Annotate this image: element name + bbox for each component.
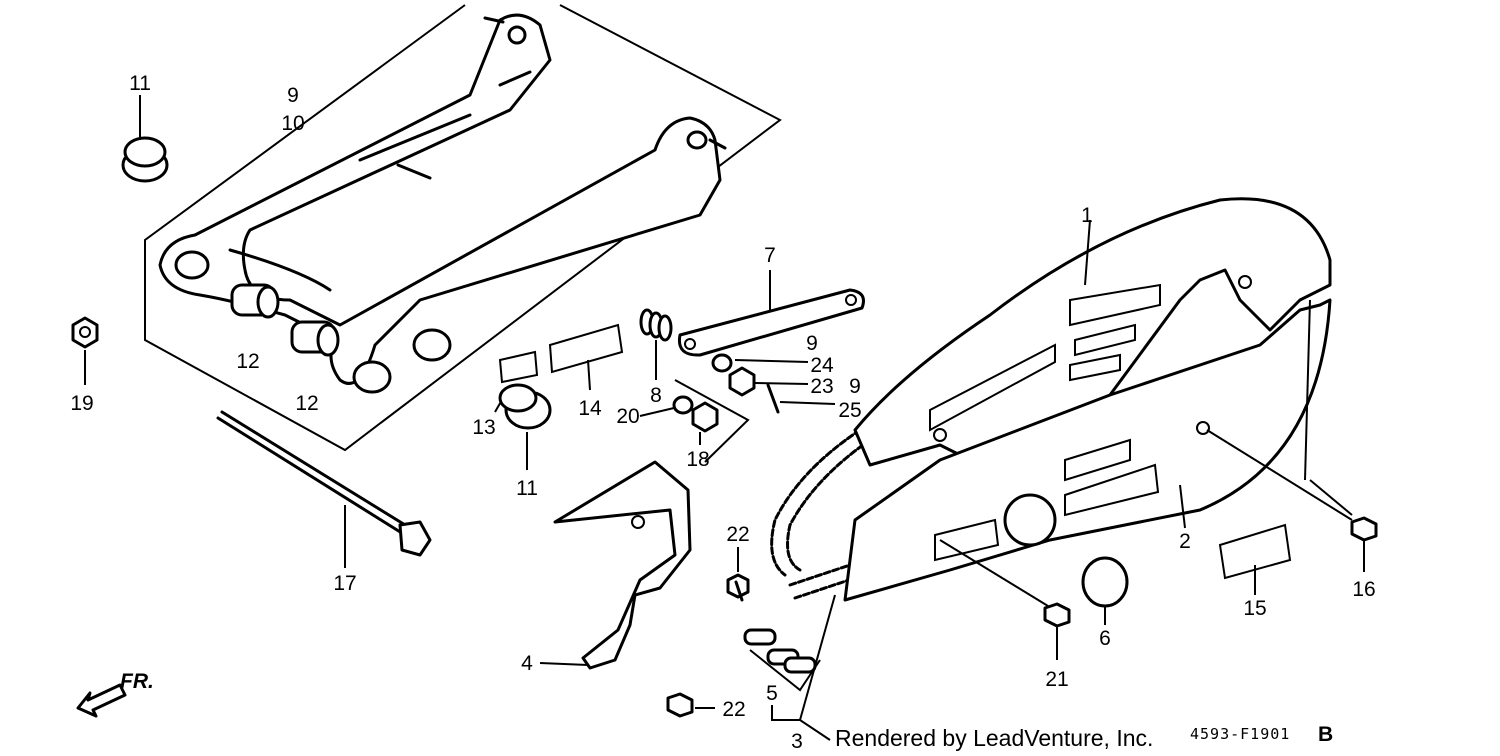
bolt-22-lower (666, 692, 694, 718)
chain-adjuster-plate (677, 288, 865, 357)
case-window-5 (934, 518, 1000, 562)
pivot-bore-front (352, 360, 392, 394)
case-window-1 (929, 343, 1056, 432)
label-14 (548, 323, 624, 374)
swingarm-slot (358, 113, 472, 162)
callout-22-upper: 22 (726, 523, 749, 546)
callout-13: 13 (472, 416, 495, 439)
swingarm-crossmember (228, 248, 332, 292)
pivot-bore-right (412, 328, 452, 362)
callout-11-upper: 11 (129, 72, 151, 95)
bolt-22-upper (726, 573, 750, 602)
callout-22-lower: 22 (722, 698, 745, 721)
callout-14: 14 (578, 397, 602, 420)
callout-16: 16 (1352, 578, 1375, 601)
swingarm-box-outline (144, 4, 782, 452)
inspection-hole (1003, 493, 1057, 547)
callout-18: 18 (686, 448, 709, 471)
callout-17: 17 (333, 572, 356, 595)
axle-hole-top (507, 25, 527, 45)
label-15 (1218, 523, 1292, 580)
callout-9-d: 9 (849, 375, 861, 398)
pivot-bore-left (174, 250, 210, 280)
callout-4: 4 (521, 652, 533, 675)
axle-hole-right (686, 130, 708, 150)
callout-12-lower: 12 (295, 392, 318, 415)
swingarm-group (144, 4, 782, 452)
callout-24: 24 (810, 354, 834, 377)
callout-21: 21 (1045, 668, 1068, 691)
chain-joint (743, 628, 817, 674)
credit-text: Rendered by LeadVenture, Inc. (835, 725, 1153, 751)
adjuster-box (674, 379, 750, 463)
callout-9-b: 9 (806, 332, 818, 355)
washer-24 (711, 353, 733, 373)
pivot-nut (71, 316, 99, 349)
cotter-pin (766, 383, 780, 414)
callout-10: 10 (281, 112, 304, 135)
callout-20: 20 (616, 405, 639, 428)
inspection-cap (1081, 556, 1129, 608)
washer-20 (672, 395, 694, 415)
callout-9: 9 (287, 84, 299, 107)
case-window-3 (1074, 323, 1136, 357)
callout-11-lower: 11 (516, 477, 538, 500)
callout-2: 2 (1179, 530, 1191, 553)
chain-case-upper (853, 197, 1332, 472)
front-marker: FR. (120, 670, 154, 693)
case-window-6 (1064, 438, 1131, 482)
case-window-4 (1069, 353, 1121, 382)
callout-6: 6 (1099, 627, 1111, 650)
callout-8: 8 (650, 384, 662, 407)
label-13 (498, 350, 539, 384)
nut-18 (691, 401, 719, 433)
pivot-cap-upper (121, 136, 169, 183)
callout-7: 7 (764, 244, 776, 267)
case-window-7 (1064, 463, 1160, 517)
bushing-lower (290, 320, 340, 357)
diagram-code-suffix: B (1318, 723, 1333, 746)
case-window-2 (1069, 283, 1161, 327)
callout-15: 15 (1243, 597, 1266, 620)
pivot-bolt (216, 410, 432, 557)
callout-3: 3 (791, 730, 803, 753)
chain-guide (553, 460, 692, 670)
callout-5: 5 (766, 682, 778, 705)
diagram-code: 4593-F1901 (1190, 725, 1290, 743)
bushing-upper (230, 283, 280, 319)
callout-25: 25 (838, 399, 861, 422)
callout-12-upper: 12 (236, 350, 259, 373)
callout-19: 19 (70, 392, 93, 415)
nut-23 (728, 366, 756, 397)
swingarm (158, 13, 722, 385)
callout-23: 23 (810, 375, 833, 398)
pivot-cap-lower (498, 383, 552, 430)
front-arrow-icon (76, 683, 127, 718)
callout-1: 1 (1081, 204, 1093, 227)
bolt-16 (1350, 516, 1378, 542)
callouts: 1 2 3 4 5 6 7 8 9 10 11 11 12 12 13 14 1… (70, 72, 1375, 753)
spring (639, 308, 673, 342)
bolt-21 (1043, 602, 1071, 628)
